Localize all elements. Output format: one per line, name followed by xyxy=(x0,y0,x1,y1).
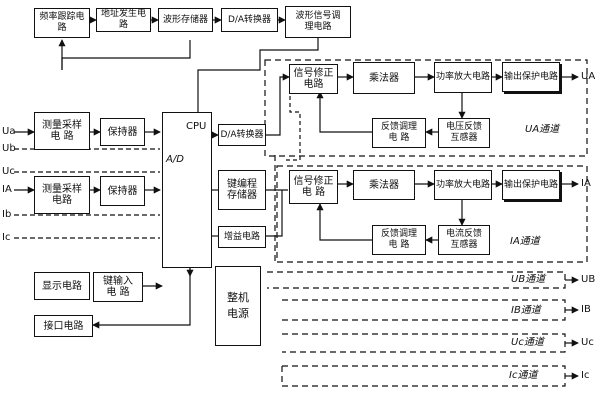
ia-channel-label: IA通道 xyxy=(510,236,540,247)
ia-sigcorr-block: 信号修正 电 路 xyxy=(289,170,338,204)
arrow-cpu-to-iface xyxy=(92,268,191,329)
da-top-block: D/A转换器 xyxy=(221,8,278,32)
addr-gen-block: 地址发生电路 xyxy=(96,8,151,32)
iface-block: 接口电路 xyxy=(34,315,93,337)
uc-output-label: Uc xyxy=(581,337,594,348)
ic-channel-frame xyxy=(281,365,566,387)
ic-output-label: Ic xyxy=(581,370,590,381)
freq-follow-block: 频率跟踪电路 xyxy=(34,8,90,38)
ic-channel-label: Ic通道 xyxy=(509,370,538,381)
input-ic-label: Ic xyxy=(2,232,11,243)
ia-output-label: IA xyxy=(581,178,591,189)
da-mid-block: D/A转换器 xyxy=(218,124,266,146)
ib-channel-label: IB通道 xyxy=(511,305,541,316)
input-ua-label: Ua xyxy=(2,126,16,137)
ua-mult-block: 乘法器 xyxy=(353,62,415,94)
input-ub-label: Ub xyxy=(2,143,16,154)
ub-channel-label: UB通道 xyxy=(511,274,546,285)
ua-fbcond-block: 反馈调理 电 路 xyxy=(372,118,426,148)
gain-ctrl-block: 增益电路 xyxy=(218,226,266,248)
power-block: 整机 电源 xyxy=(215,266,261,346)
cpu-block xyxy=(162,112,212,268)
kbd-input-block: 键输入 电 路 xyxy=(93,272,143,302)
display-block: 显示电路 xyxy=(34,272,90,300)
wave-cond-block: 波形信号调 理电路 xyxy=(285,6,351,38)
hold-block-2: 保持器 xyxy=(100,176,145,206)
input-ia-label: IA xyxy=(2,184,12,195)
line-gain-to-ia xyxy=(266,190,283,237)
meas-sample-block-1: 测量采样 电 路 xyxy=(34,112,90,150)
ua-sigcorr-block: 信号修正 电路 xyxy=(289,64,338,94)
ia-amp-block: 功率放大电路 xyxy=(434,170,492,200)
line-ua-dashed xyxy=(286,96,301,161)
ad-label: A/D xyxy=(166,154,184,165)
line-wavecond-to-cpu xyxy=(197,38,319,112)
input-ib-label: Ib xyxy=(2,209,12,220)
ib-output-label: IB xyxy=(581,304,591,315)
ua-fbsense-block: 电压反馈 互感器 xyxy=(438,118,490,148)
ia-fbsense-block: 电流反馈 互感器 xyxy=(438,225,490,255)
ua-output-label: UA xyxy=(581,71,596,82)
ua-channel-frame xyxy=(264,59,588,157)
ia-mult-block: 乘法器 xyxy=(353,170,415,200)
kbd-store-block: 键编程 存储器 xyxy=(218,170,266,210)
ua-amp-block: 功率放大电路 xyxy=(434,62,492,93)
arrow-da-to-ua-sigcorr xyxy=(266,73,290,136)
line-freq-to-cpu xyxy=(61,40,191,70)
ia-fbcond-block: 反馈调理 电 路 xyxy=(372,225,426,255)
hold-block-1: 保持器 xyxy=(100,118,145,146)
ia-protect-block: 输出保护电路 xyxy=(502,170,560,200)
input-uc-label: Uc xyxy=(2,166,15,177)
ua-channel-label: UA通道 xyxy=(525,124,560,135)
ua-protect-block: 输出保护电路 xyxy=(502,62,560,92)
wave-store-block: 波形存储器 xyxy=(158,8,213,32)
uc-channel-label: Uc通道 xyxy=(511,337,544,348)
ia-channel-frame xyxy=(276,165,588,263)
arrow-ua-cond-to-sig xyxy=(316,91,372,133)
meas-sample-block-2: 测量采样 电路 xyxy=(34,176,90,214)
cpu-label: CPU xyxy=(186,121,207,132)
arrow-ia-cond-to-sig xyxy=(316,203,372,241)
ub-output-label: UB xyxy=(581,274,596,285)
